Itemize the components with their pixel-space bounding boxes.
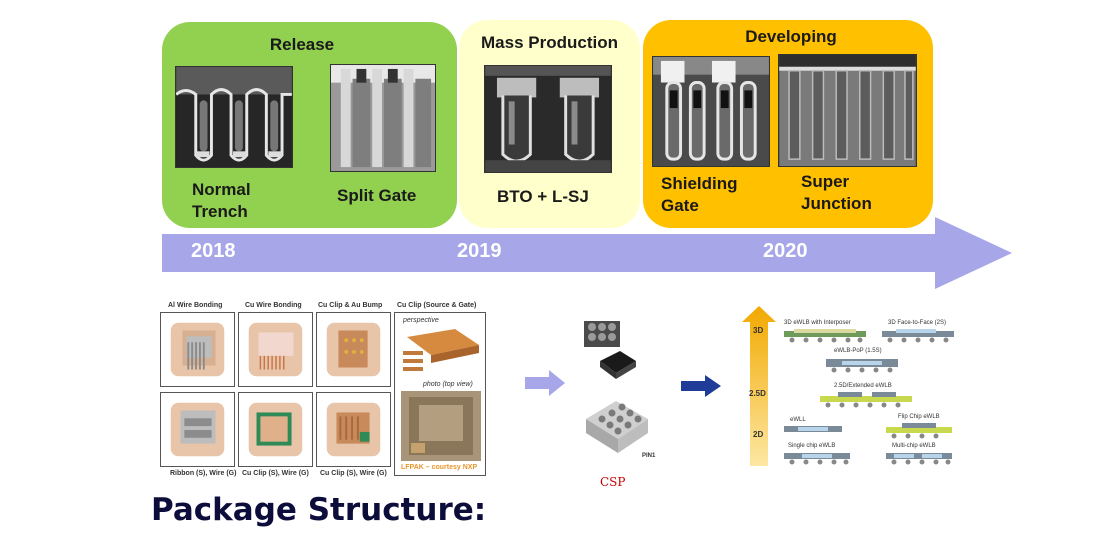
cu-clip-source-gate-panel: perspective photo (top view) LFPAK – cou…	[394, 312, 486, 476]
shielding-gate-label-line1: Shielding	[661, 174, 738, 193]
item-2-5d-extended-ewlb: 2.5D/Extended eWLB	[834, 383, 892, 389]
release-panel: Release Normal Trench	[162, 22, 457, 228]
footer-cu-clip-wire-2: Cu Clip (S), Wire (G)	[320, 470, 387, 477]
perspective-label: perspective	[403, 317, 439, 324]
bto-lsj-sem-image	[484, 65, 612, 173]
cu-clip-wire-package-2	[316, 392, 391, 467]
cu-clip-perspective-image	[403, 329, 479, 371]
level-2d: 2D	[753, 430, 764, 439]
level-3d: 3D	[753, 326, 764, 335]
mass-production-panel: Mass Production BTO + L-SJ	[459, 20, 640, 228]
lfpak-photo-image	[401, 391, 481, 461]
year-2020: 2020	[763, 240, 808, 262]
csp-caption: CSP	[600, 475, 626, 489]
package-structure-title: Package Structure:	[151, 492, 487, 528]
item-3d-face-to-face: 3D Face-to-Face (2S)	[888, 320, 947, 326]
item-ewll: eWLL	[790, 417, 806, 423]
normal-trench-label-line2: Trench	[192, 202, 248, 221]
navy-arrow	[681, 375, 721, 397]
item-2-5d-extended-ewlb-image	[820, 392, 912, 408]
item-single-chip-ewlb-image	[784, 453, 850, 465]
super-junction-label-line1: Super	[801, 172, 850, 191]
item-multi-chip-ewlb-image	[886, 453, 952, 465]
al-wire-bonding-package	[160, 312, 235, 387]
developing-panel-title: Developing	[745, 27, 837, 46]
item-3d-ewlb-interposer-image	[784, 329, 866, 343]
header-cu-clip-source-gate: Cu Clip (Source & Gate)	[397, 302, 477, 309]
integration-level-arrow	[742, 306, 776, 466]
csp-pin1-label: PIN1	[642, 453, 656, 459]
csp-figure: PIN1 CSP	[582, 315, 662, 490]
item-3d-ewlb-interposer: 3D eWLB with Interposer	[784, 320, 851, 326]
normal-trench-label-line1: Normal	[192, 180, 251, 199]
mass-production-panel-title: Mass Production	[481, 33, 618, 52]
super-junction-sem-image	[778, 54, 917, 167]
header-cu-clip-au-bump: Cu Clip & Au Bump	[318, 302, 383, 309]
split-gate-label: Split Gate	[337, 185, 416, 207]
bto-lsj-label-line1: BTO + L-SJ	[497, 187, 589, 206]
normal-trench-label: Normal Trench	[192, 179, 251, 223]
timeline-arrow	[162, 217, 1012, 289]
item-3d-face-to-face-image	[882, 329, 954, 343]
header-cu-wire-bonding: Cu Wire Bonding	[245, 302, 302, 309]
release-panel-title: Release	[269, 35, 335, 54]
header-al-wire-bonding: Al Wire Bonding	[168, 302, 223, 309]
item-ewlb-pop-image	[826, 359, 898, 373]
year-2019: 2019	[457, 240, 502, 262]
light-blue-arrow	[525, 370, 565, 396]
csp-black-chip-image	[600, 351, 636, 379]
year-2018: 2018	[191, 240, 236, 262]
super-junction-label-line2: Junction	[801, 194, 872, 213]
cu-clip-wire-package-1	[238, 392, 313, 467]
split-gate-label-line1: Split Gate	[337, 186, 417, 205]
item-flip-chip-ewlb-image	[886, 423, 952, 439]
item-ewll-image	[784, 426, 842, 432]
item-ewlb-pop: eWLB-PoP (1.5S)	[834, 348, 882, 354]
cu-wire-bonding-package	[238, 312, 313, 387]
wafer-level-packaging-figure: 3D 2.5D 2D 3D eWLB with Interposer 3D Fa…	[742, 306, 957, 466]
lfpak-credit-label: LFPAK – courtesy NXP	[401, 464, 478, 471]
level-2-5d: 2.5D	[749, 389, 766, 398]
csp-bottom-view-image	[586, 401, 648, 453]
super-junction-label: Super Junction	[801, 171, 872, 215]
csp-ball-grid-image	[584, 321, 620, 347]
photo-top-view-label: photo (top view)	[423, 381, 473, 388]
item-single-chip-ewlb: Single chip eWLB	[788, 443, 836, 449]
bto-lsj-label: BTO + L-SJ	[497, 186, 589, 208]
footer-cu-clip-wire-1: Cu Clip (S), Wire (G)	[242, 470, 309, 477]
item-flip-chip-ewlb: Flip Chip eWLB	[898, 414, 940, 420]
ribbon-wire-package	[160, 392, 235, 467]
shielding-gate-label-line2: Gate	[661, 196, 699, 215]
cu-clip-au-bump-package	[316, 312, 391, 387]
split-gate-sem-image	[330, 64, 436, 172]
developing-panel: Developing	[643, 20, 933, 228]
normal-trench-sem-image	[175, 66, 293, 168]
shielding-gate-label: Shielding Gate	[661, 173, 738, 217]
package-bonding-figure: Al Wire Bonding Cu Wire Bonding Cu Clip …	[160, 300, 490, 478]
item-multi-chip-ewlb: Multi-chip eWLB	[892, 443, 936, 449]
footer-ribbon-wire: Ribbon (S), Wire (G)	[170, 470, 237, 477]
shielding-gate-sem-image	[652, 56, 770, 167]
